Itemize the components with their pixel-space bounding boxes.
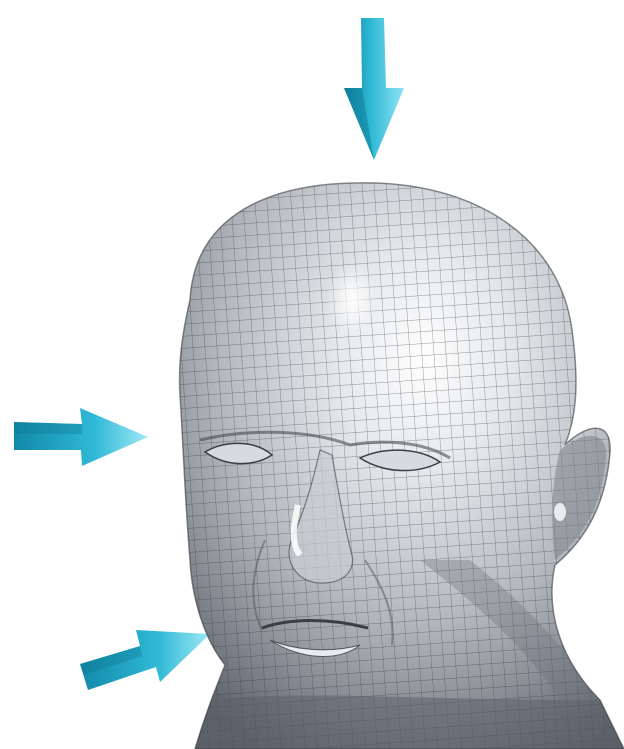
arrow-down-icon [344,18,404,160]
arrow-right-icon [80,630,210,690]
arrow-right-icon [14,408,148,466]
head-mesh [170,170,624,749]
